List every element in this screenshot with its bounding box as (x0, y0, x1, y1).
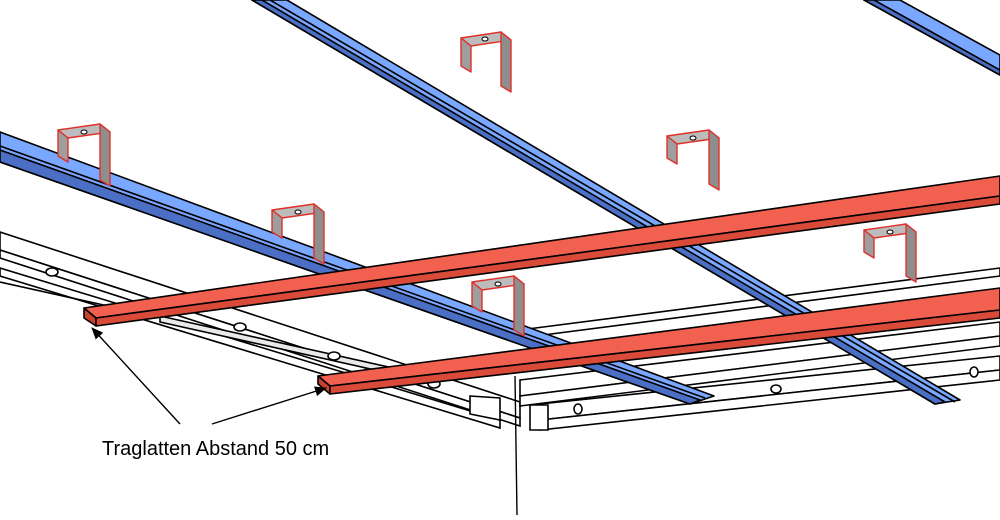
hanger (666, 129, 720, 191)
battens (83, 175, 1000, 395)
hanger (863, 223, 917, 283)
hanger (57, 123, 111, 187)
wall-corner-line (514, 375, 518, 516)
batten-upper (83, 175, 1000, 327)
hangers (57, 31, 917, 337)
rail-hole (969, 366, 979, 378)
leader-arrow-upper (91, 327, 181, 425)
leader-arrow-lower (211, 386, 327, 425)
hanger (471, 275, 525, 337)
carrier-profile-top (251, 0, 961, 405)
rail-hole (327, 351, 341, 361)
rail-hole (45, 267, 59, 277)
carrier-profile-far (863, 0, 1000, 76)
hanger (271, 203, 325, 265)
hanger (460, 31, 512, 93)
rail-hole (770, 384, 782, 394)
leader-arrows (91, 327, 327, 425)
rail-hole (233, 322, 247, 332)
rail-hole (573, 403, 583, 415)
batten-spacing-label: Traglatten Abstand 50 cm (102, 438, 330, 460)
batten-lower (317, 287, 1000, 395)
